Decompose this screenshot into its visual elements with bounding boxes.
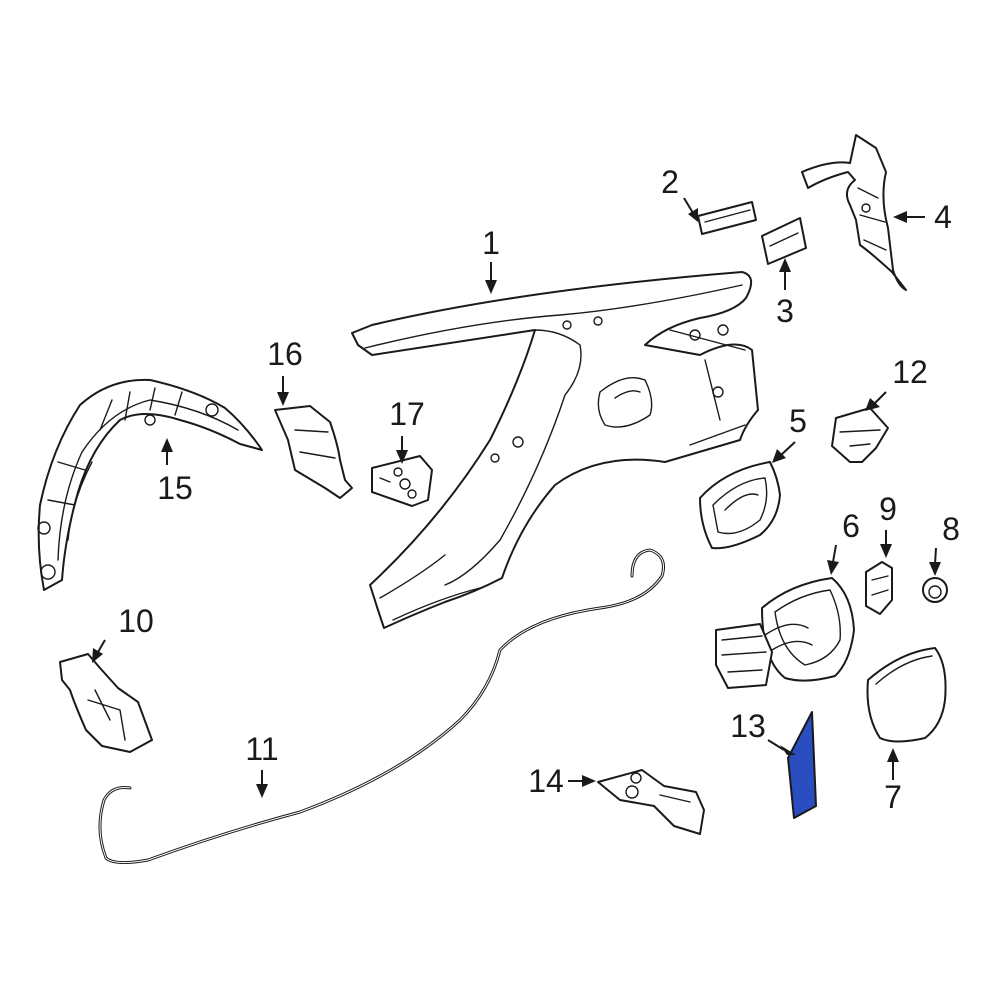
fuel-housing-part[interactable]	[699, 461, 781, 550]
callout-15: 15	[157, 470, 193, 506]
lock-actuator-part[interactable]	[831, 407, 889, 463]
bracket-plate-part[interactable]	[371, 455, 433, 507]
callout-16: 16	[267, 336, 303, 372]
highlighted-pad-part[interactable]	[787, 711, 817, 819]
clip-part[interactable]	[865, 561, 893, 615]
callout-10: 10	[118, 603, 154, 639]
quarter-panel-part[interactable]	[351, 271, 759, 629]
release-cable-part[interactable]	[98, 548, 665, 865]
fuel-door-part[interactable]	[866, 647, 947, 743]
callout-13: 13	[730, 708, 766, 744]
trim-panel-part[interactable]	[274, 405, 353, 499]
hinge-bracket-part[interactable]	[59, 653, 153, 753]
callout-14: 14	[528, 763, 564, 799]
callout-1: 1	[482, 225, 500, 261]
callout-17: 17	[389, 396, 425, 432]
callout-5: 5	[789, 403, 807, 439]
filler-door-assembly-part[interactable]	[715, 577, 855, 689]
callout-4: 4	[934, 199, 952, 235]
leader-lines	[92, 197, 941, 798]
pad-part[interactable]	[761, 217, 807, 265]
callout-7: 7	[884, 779, 902, 815]
mounting-bracket-part[interactable]	[597, 769, 705, 835]
upper-bracket-part[interactable]	[801, 134, 907, 291]
callout-2: 2	[661, 164, 679, 200]
callout-8: 8	[942, 511, 960, 547]
callout-3: 3	[776, 293, 794, 329]
upper-strip-part[interactable]	[697, 201, 757, 235]
callout-9: 9	[879, 491, 897, 527]
callout-11: 11	[245, 731, 278, 767]
callout-6: 6	[842, 508, 860, 544]
grommet-part[interactable]	[922, 577, 948, 603]
wheel-liner-part[interactable]	[37, 378, 263, 591]
callout-12: 12	[892, 354, 928, 390]
